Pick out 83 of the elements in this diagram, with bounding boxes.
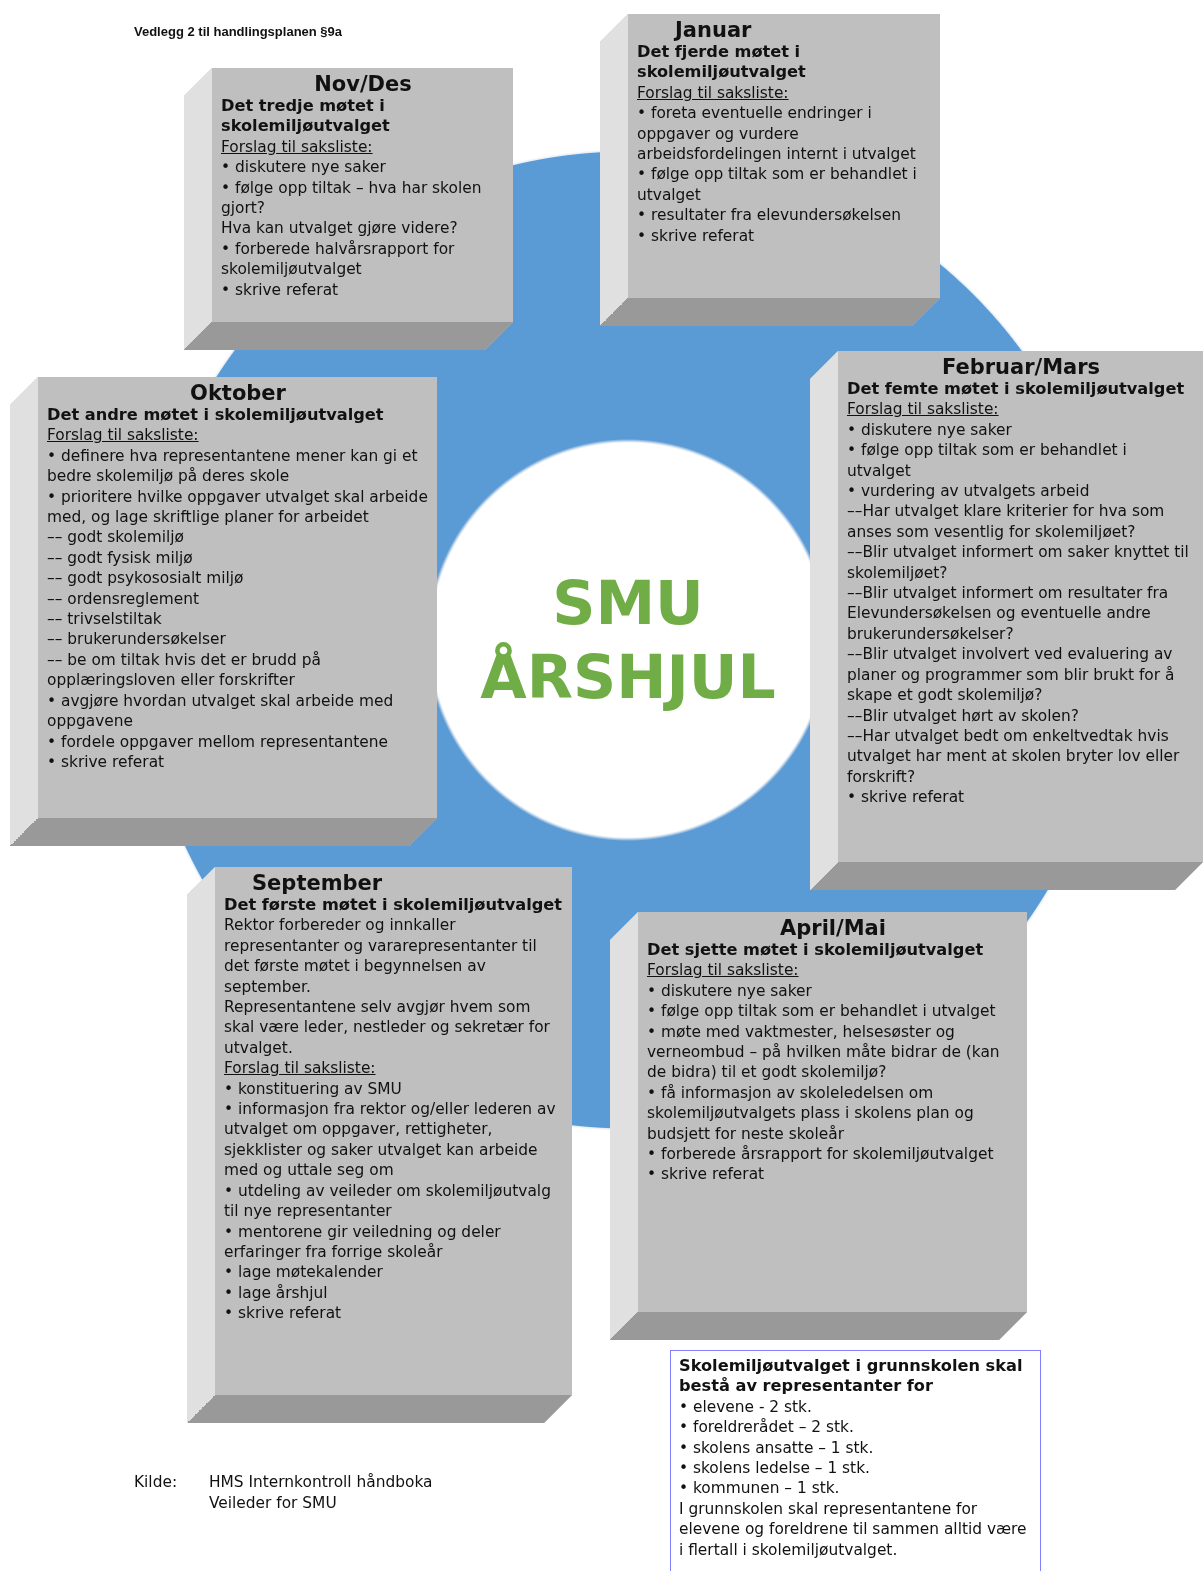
agenda-item: • mentorene gir veiledning og deler erfaringer fra forrige skoleår	[224, 1221, 502, 1263]
list-item: • skolens ledelse – 1 stk.	[679, 1458, 871, 1479]
page-heading: Vedlegg 2 til handlingsplanen §9a	[134, 24, 343, 39]
agenda-item: • forberede årsrapport for skolemiljøutvalget	[647, 1144, 995, 1165]
agenda-item: –– ordensreglement	[47, 588, 200, 610]
agenda-item: • skrive referat	[847, 787, 966, 808]
agenda-heading: Forslag til saksliste:	[221, 136, 374, 158]
meeting-title: Det andre møtet i skolemiljøutvalget	[47, 405, 385, 426]
agenda-item: • lage møtekalender	[224, 1262, 384, 1283]
month-card	[600, 14, 940, 326]
month-card	[10, 377, 437, 846]
source-label: Kilde:	[134, 1472, 178, 1493]
agenda-item: • skrive referat	[221, 279, 340, 301]
center-title: SMU ÅRSHJUL	[479, 567, 777, 714]
paragraph: I grunnskolen skal representantene for elevene og foreldrene til sammen alltid være i flertall i skolemiljøutvalget.	[679, 1498, 1028, 1561]
agenda-heading: Forslag til saksliste:	[47, 425, 200, 446]
paragraph: Rektor forbereder og innkaller representanter og vararepresentanter til det første møtet i begynnelsen av september.	[224, 915, 538, 998]
agenda-item: • følge opp tiltak som er behandlet i utvalget	[647, 1001, 997, 1022]
agenda-item: • følge opp tiltak som er behandlet i utvalget	[847, 440, 1128, 482]
agenda-item: • foreta eventuelle endringer i oppgaver og vurdere arbeidsfordelingen internt i utvalget	[637, 103, 917, 165]
meeting-title: Det fjerde møtet i skolemiljøutvalget	[637, 42, 807, 83]
info-heading: Skolemiljøutvalget i grunnskolen skal bestå av representanter for	[679, 1356, 1024, 1397]
month-heading: April/Mai	[779, 916, 887, 940]
agenda-item: • skrive referat	[47, 751, 166, 773]
agenda-item: • lage årshjul	[224, 1282, 329, 1304]
agenda-item: • få informasjon av skoleledelsen om skolemiljøutvalgets plass i skolens plan og budsjett for neste skoleår	[647, 1082, 975, 1145]
agenda-item: • avgjøre hvordan utvalget skal arbeide med oppgavene	[47, 690, 395, 732]
source-text: HMS Internkontroll håndboka	[209, 1472, 433, 1493]
agenda-item: ––Har utvalget klare kriterier for hva som anses som vesentlig for skolemiljøet?	[847, 501, 1166, 543]
month-card	[187, 867, 572, 1423]
list-item: • foreldrerådet – 2 stk.	[679, 1417, 855, 1438]
agenda-item: • diskutere nye saker	[847, 419, 1013, 441]
agenda-item: ––Har utvalget bedt om enkeltvedtak hvis utvalget har ment at skolen bryter lov eller forskrift?	[847, 725, 1181, 788]
agenda-item: • vurdering av utvalgets arbeid	[847, 481, 1091, 502]
month-heading: Februar/Mars	[940, 355, 1102, 379]
agenda-item: • diskutere nye saker	[221, 157, 387, 178]
agenda-item: • skrive referat	[224, 1303, 343, 1324]
meeting-title: Det sjette møtet i skolemiljøutvalget	[647, 940, 985, 961]
list-item: • elevene - 2 stk.	[679, 1396, 813, 1418]
agenda-item: –– godt fysisk miljø	[47, 547, 194, 569]
agenda-item: –– godt psykososialt miljø	[47, 568, 245, 589]
agenda-item: ––Blir utvalget hørt av skolen?	[847, 705, 1080, 726]
month-heading: Nov/Des	[313, 72, 413, 96]
agenda-heading: Forslag til saksliste:	[224, 1058, 377, 1079]
agenda-item: ––Blir utvalget informert om saker knyttet til skolemiljøet?	[847, 542, 1190, 584]
agenda-item: –– be om tiltak hvis det er brudd på opplæringsloven eller forskrifter	[47, 649, 322, 691]
agenda-item: • skrive referat	[647, 1164, 766, 1185]
agenda-item: • følge opp tiltak som er behandlet i utvalget	[637, 164, 918, 206]
month-card	[810, 351, 1203, 890]
meeting-title: Det første møtet i skolemiljøutvalget	[224, 895, 564, 916]
agenda-heading: Forslag til saksliste:	[637, 82, 790, 104]
agenda-item: ––Blir utvalget involvert ved evaluering av planer og programmer som blir brukt for å skape et godt skolemiljø?	[847, 644, 1176, 706]
agenda-item: • utdeling av veileder om skolemiljøutvalg til nye representanter	[224, 1180, 552, 1222]
agenda-item: –– trivselstiltak	[47, 609, 163, 630]
paragraph: Representantene selv avgjør hvem som skal være leder, nestleder og sekretær for utvalget.	[224, 997, 551, 1059]
agenda-item: • skrive referat	[637, 225, 756, 247]
month-card	[610, 912, 1027, 1340]
agenda-item: • konstituering av SMU	[224, 1078, 403, 1100]
agenda-item: Hva kan utvalget gjøre videre?	[221, 218, 459, 239]
agenda-item: • prioritere hvilke oppgaver utvalget skal arbeide med, og lage skriftlige planer for arbeidet	[47, 486, 429, 528]
month-heading: September	[251, 871, 384, 895]
info-box	[670, 1350, 1041, 1571]
agenda-item: • møte med vaktmester, helsesøster og verneombud – på hvilken måte bidrar de (kan de bidra) til et godt skolemiljø?	[647, 1021, 1001, 1083]
month-heading: Januar	[672, 18, 753, 42]
agenda-item: • diskutere nye saker	[647, 980, 813, 1002]
agenda-item: ––Blir utvalget informert om resultater fra Elevundersøkelsen og eventuelle andre brukerundersøkelser?	[847, 583, 1170, 645]
agenda-item: • definere hva representantene mener kan gi et bedre skolemiljø på deres skole	[47, 445, 419, 487]
agenda-item: • resultater fra elevundersøkelsen	[637, 205, 902, 226]
meeting-title: Det femte møtet i skolemiljøutvalget	[847, 379, 1186, 400]
month-heading: Oktober	[189, 381, 287, 405]
list-item: • skolens ansatte – 1 stk.	[679, 1437, 875, 1459]
source-text: Veileder for SMU	[209, 1493, 337, 1514]
agenda-item: • følge opp tiltak – hva har skolen gjort?	[221, 177, 483, 219]
agenda-heading: Forslag til saksliste:	[847, 399, 1000, 420]
month-card	[184, 68, 513, 350]
agenda-item: • fordele oppgaver mellom representantene	[47, 731, 389, 752]
agenda-heading: Forslag til saksliste:	[647, 960, 800, 981]
agenda-item: • informasjon fra rektor og/eller lederen av utvalget om oppgaver, rettigheter, sjekklister og saker utvalget kan arbeide med og uttale seg om	[224, 1099, 557, 1181]
agenda-item: • forberede halvårsrapport for skolemiljøutvalget	[221, 238, 456, 280]
agenda-item: –– brukerundersøkelser	[47, 629, 227, 650]
list-item: • kommunen – 1 stk.	[679, 1478, 841, 1499]
meeting-title: Det tredje møtet i skolemiljøutvalget	[221, 96, 391, 137]
agenda-item: –– godt skolemiljø	[47, 527, 185, 548]
